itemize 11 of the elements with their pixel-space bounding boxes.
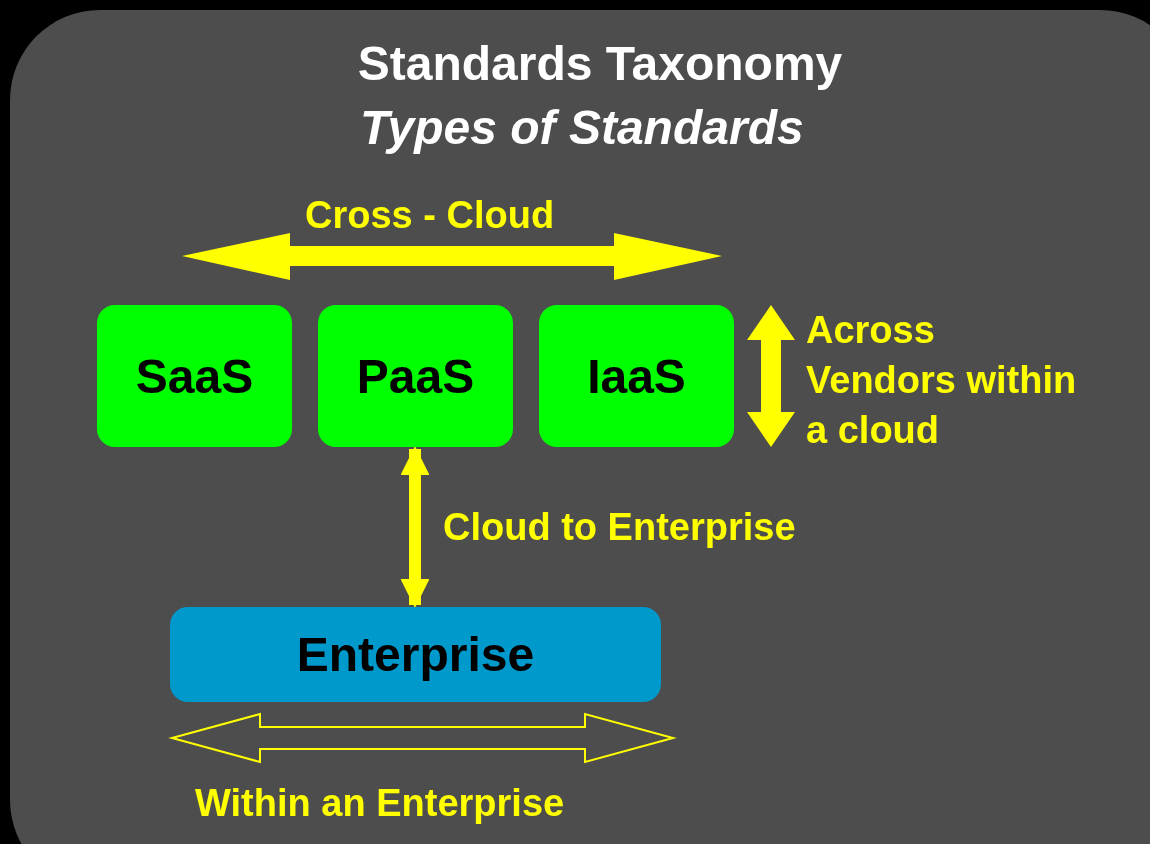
subtitle: Types of Standards [360, 100, 804, 156]
title: Standards Taxonomy [356, 36, 844, 92]
process-box: SaaS [97, 305, 292, 447]
process-box: PaaS [318, 305, 513, 447]
direction-label: Across Vendors within a cloud [806, 308, 1078, 453]
edge-label: Cloud to Enterprise [443, 505, 796, 550]
direction-label: Cross - Cloud [305, 193, 555, 238]
process-box: Enterprise [170, 607, 661, 702]
process-box: IaaS [539, 305, 734, 447]
direction-label: Within an Enterprise [195, 781, 565, 826]
arrow [400, 446, 430, 608]
